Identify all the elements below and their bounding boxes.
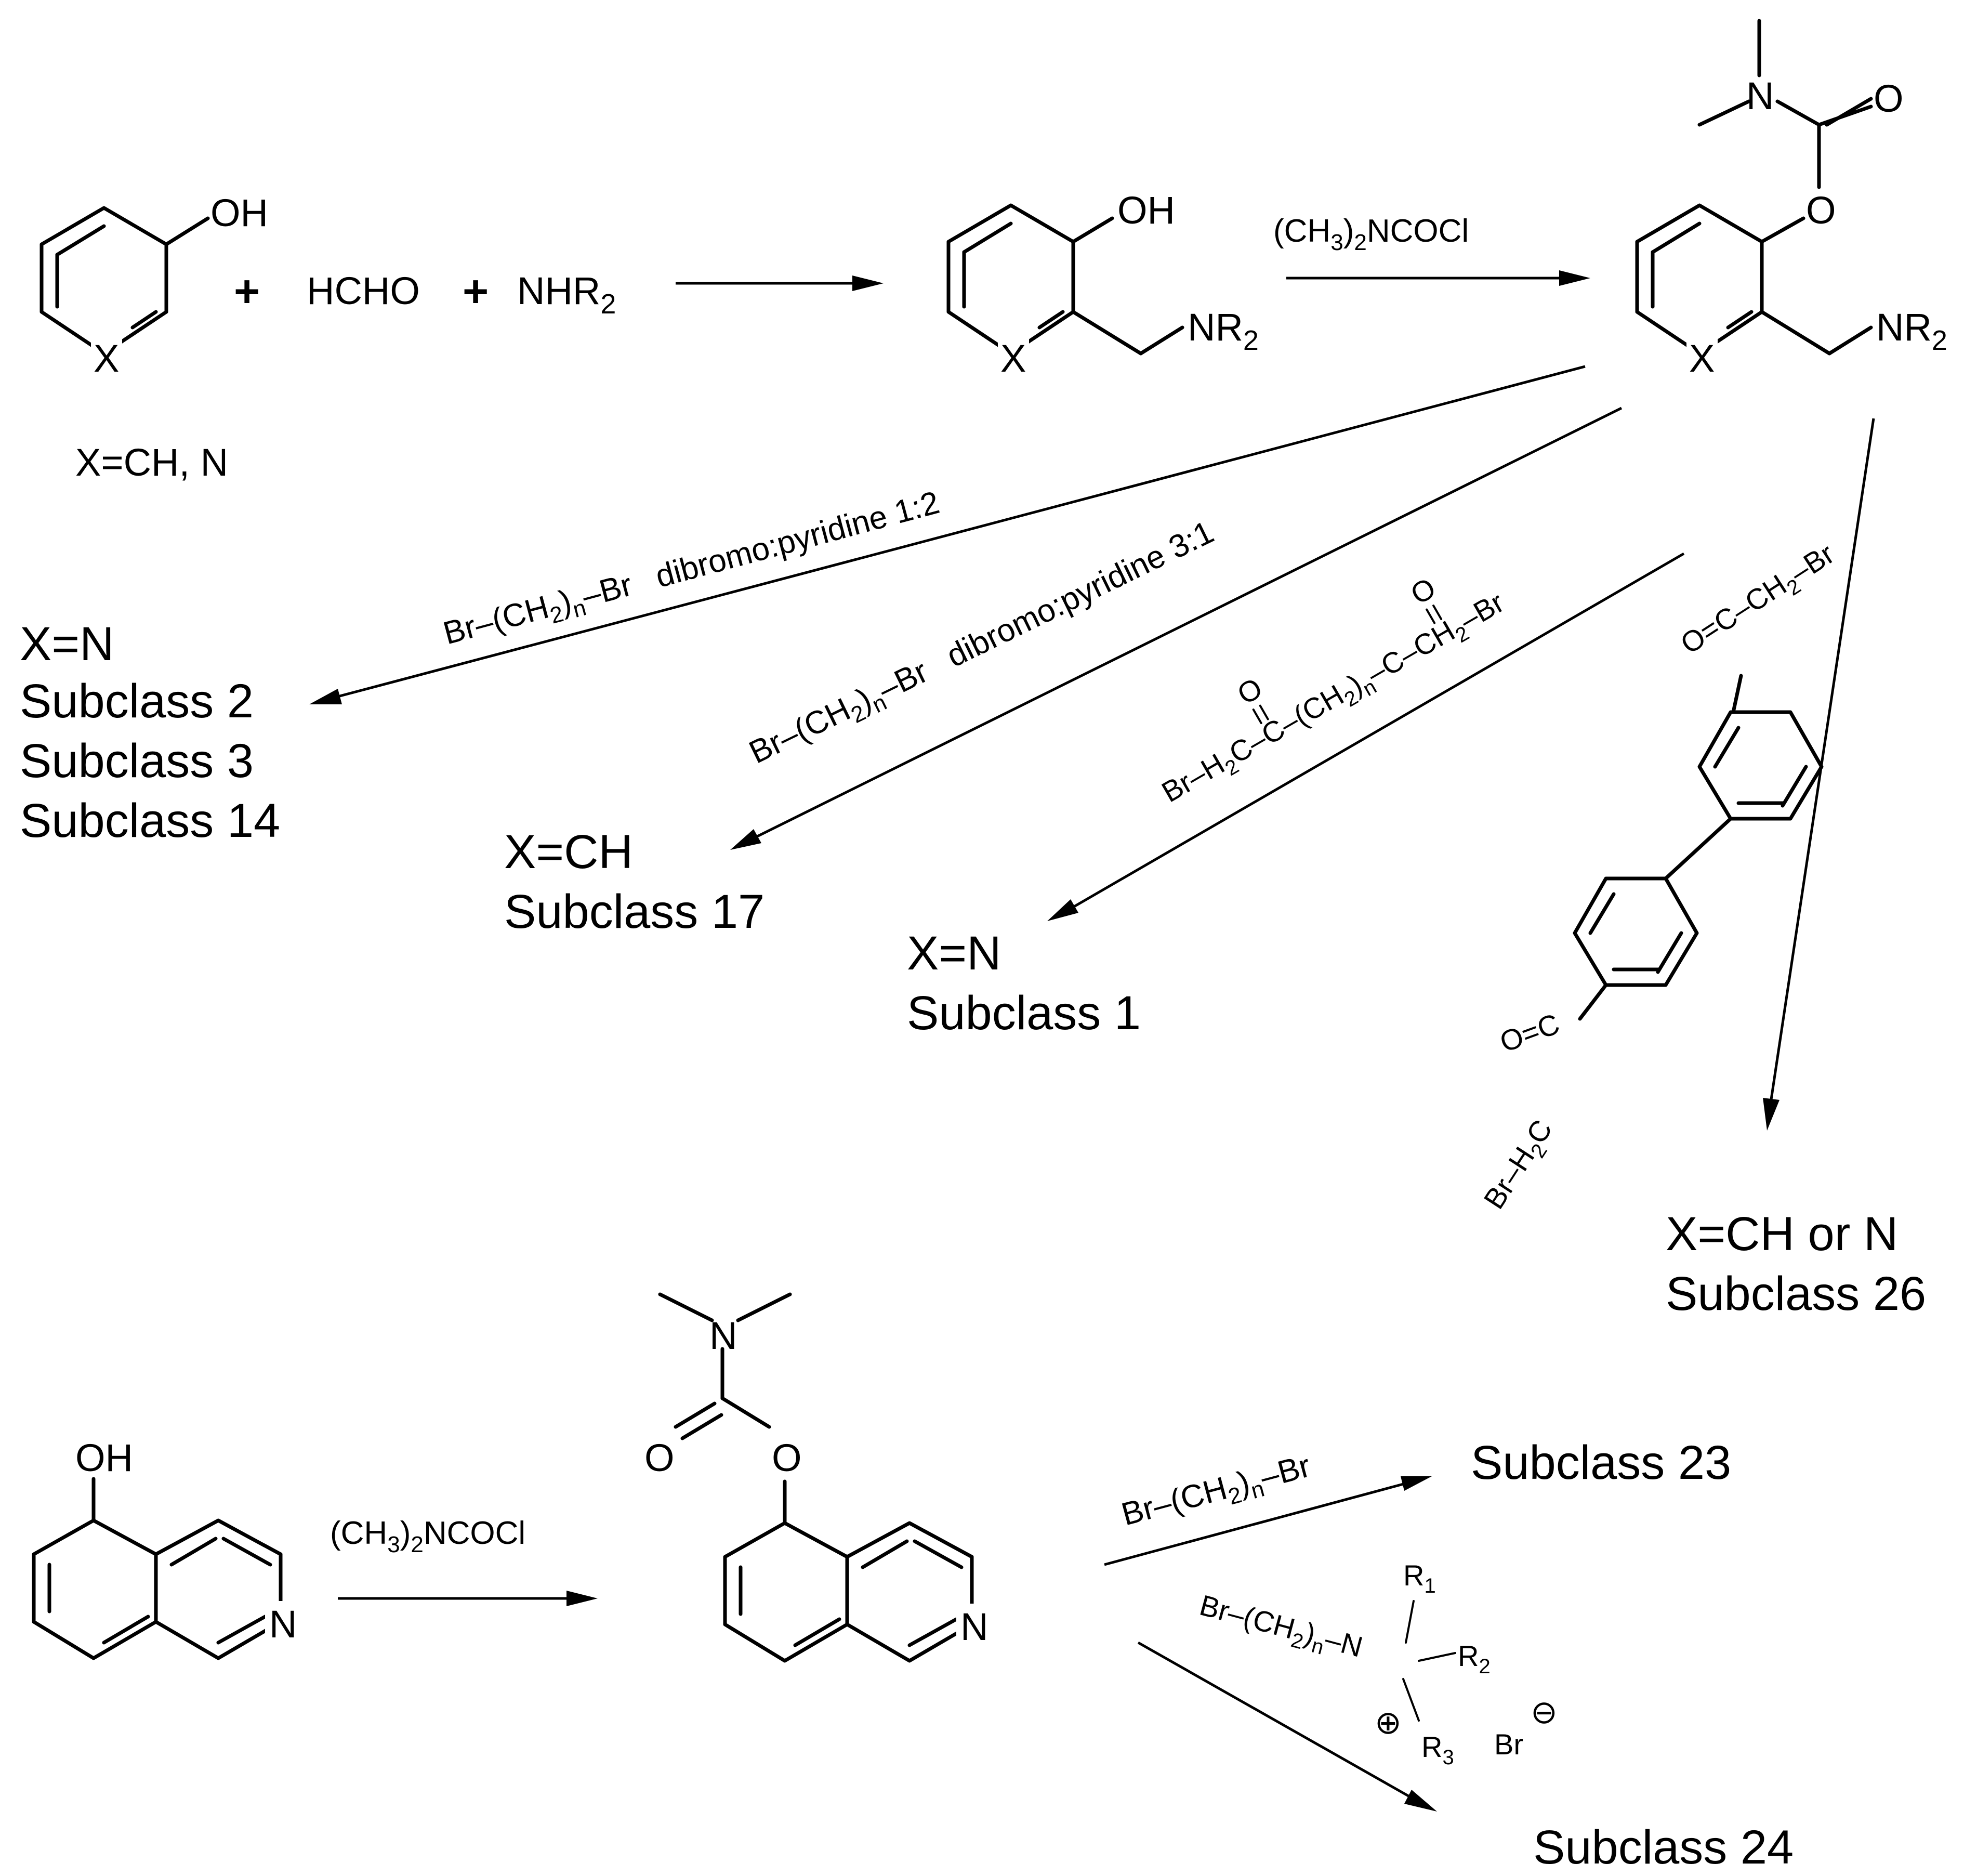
svg-text:Br–(CH2)n–Br: Br–(CH2)n–Br [1118, 1448, 1316, 1538]
diketo-o-label-1: O [1232, 671, 1268, 711]
oh-label: OH [210, 191, 268, 234]
biphenyl-reagent: O=C–CH2–Br O=C Br–H2C [1477, 537, 1843, 1218]
product-5: Subclass 23 [1471, 1436, 1731, 1489]
oh-label: OH [75, 1436, 133, 1479]
reagent-dmcc-bottom: (CH3)2NCOCl [330, 1515, 525, 1557]
x-label: X [1689, 337, 1715, 380]
product-3-line-1: X=N [907, 927, 1001, 980]
bromide-anion-label: Br [1494, 1728, 1523, 1761]
r1-label: R1 [1403, 1559, 1436, 1597]
hcho-label: HCHO [307, 269, 420, 312]
o-carbonyl-label: O [1874, 77, 1904, 120]
x-label: X [94, 337, 119, 380]
quat-chain-label: Br–(CH2)n–N [1195, 1589, 1366, 1669]
plus-sign-2: + [463, 267, 489, 317]
n-carbamate-label: N [709, 1314, 737, 1357]
nr2-label: NR2 [1188, 306, 1259, 356]
svg-text:Br–H2C–C–(CH2)n–C–CH2–Br: Br–H2C–C–(CH2)n–C–CH2–Br [1156, 585, 1512, 813]
product-4-line-1: X=CH or N [1666, 1208, 1898, 1261]
carbamate-isoquinoline: O O N N [644, 1292, 993, 1663]
positive-charge-icon: ⊕ [1375, 1705, 1402, 1741]
biphenyl-bottom-label: Br–H2C [1477, 1114, 1563, 1218]
n-carbamate-label: N [1746, 74, 1774, 117]
nr2-label: NR2 [1876, 306, 1947, 356]
starting-phenol-ring: OH X [39, 191, 268, 380]
n-ring-label: N [960, 1605, 988, 1648]
product-group-4: X=CH or N Subclass 26 [1666, 1208, 1926, 1320]
hydroxyisoquinoline: OH N [32, 1436, 301, 1660]
reagent-branch-5: Br–(CH2)n–Br [1118, 1448, 1316, 1538]
svg-text:Br–(CH2)n–Brdibromo:pyridine 1: Br–(CH2)n–Brdibromo:pyridine 1:2 [440, 484, 944, 657]
product-4-line-2: Subclass 26 [1666, 1267, 1926, 1320]
product-group-3: X=N Subclass 1 [907, 927, 1141, 1040]
reagent-dmcc-top: (CH3)2NCOCl [1273, 213, 1469, 255]
o-ester-label: O [1806, 189, 1836, 232]
r3-label: R3 [1421, 1730, 1454, 1769]
product-group-1: X=N Subclass 2 Subclass 3 Subclass 14 [20, 618, 280, 847]
product-1-line-3: Subclass 3 [20, 734, 254, 788]
product-3-line-2: Subclass 1 [907, 987, 1141, 1040]
arrow-branch-1 [337, 365, 1586, 698]
plus-sign-1: + [234, 267, 260, 317]
product-group-2: X=CH Subclass 17 [504, 825, 764, 938]
product-1-line-1: X=N [20, 618, 114, 671]
arrow-branch-5 [1104, 1483, 1404, 1566]
arrow-branch-6 [1137, 1641, 1409, 1798]
oh-label: OH [1117, 189, 1175, 232]
r2-label: R2 [1458, 1639, 1491, 1678]
reagent-branch-3: Br–H2C–C–(CH2)n–C–CH2–Br O O [1156, 571, 1512, 813]
product-1-line-4: Subclass 14 [20, 794, 280, 847]
reagent-branch-6: Br–(CH2)n–N R1 R2 R3 ⊕ Br ⊖ [1195, 1559, 1558, 1769]
x-definition: X=CH, N [75, 441, 228, 484]
biphenyl-top-label: O=C–CH2–Br [1675, 537, 1843, 665]
product-2-line-2: Subclass 17 [504, 885, 764, 938]
mannich-product-ring: OH NR2 X [946, 189, 1259, 380]
n-ring-label: N [269, 1603, 297, 1646]
x-label: X [1000, 337, 1026, 380]
nhr2-label: NHR2 [517, 269, 616, 320]
product-6: Subclass 24 [1533, 1821, 1794, 1874]
arrow-branch-4 [1770, 418, 1875, 1100]
biphenyl-bottom-keto-label: O=C [1496, 1007, 1564, 1058]
arrow-branch-2 [755, 406, 1623, 838]
diketo-o-label-2: O [1405, 571, 1441, 611]
o-carbonyl-label: O [644, 1436, 675, 1479]
product-1-line-2: Subclass 2 [20, 675, 254, 728]
carbamate-intermediate: O N O NR2 X [1635, 19, 1947, 380]
negative-charge-icon: ⊖ [1531, 1695, 1558, 1730]
o-ester-label: O [772, 1436, 802, 1479]
arrow-branch-3 [1072, 552, 1685, 909]
product-2-line-1: X=CH [504, 825, 633, 878]
